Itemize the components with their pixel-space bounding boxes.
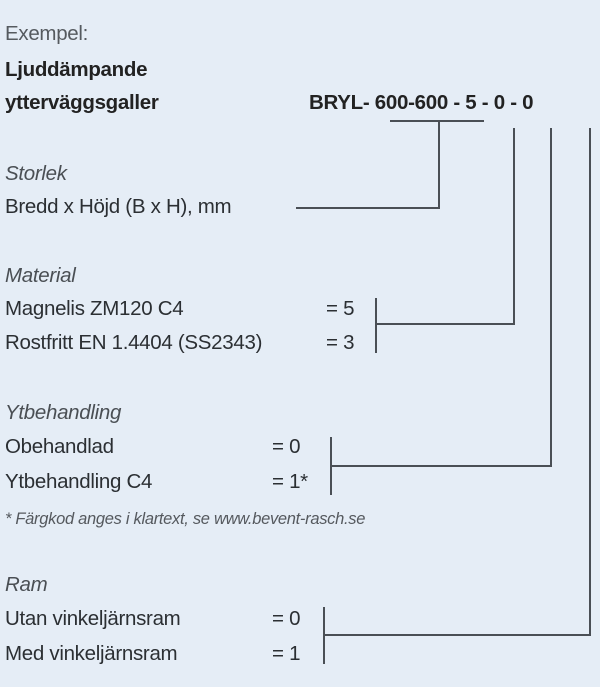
code-sep: -	[453, 91, 460, 114]
material-option-value: = 3	[326, 331, 355, 354]
frame-option-label: Utan vinkeljärnsram	[5, 607, 181, 630]
product-code: BRYL- 600-600 - 5 - 0 - 0	[309, 91, 534, 115]
surface-heading: Ytbehandling	[5, 401, 122, 424]
size-heading: Storlek	[5, 162, 67, 185]
frame-connector-vertical	[589, 128, 591, 636]
code-sep: -	[481, 91, 489, 114]
frame-option-value: = 1	[272, 642, 301, 665]
code-frame: 0	[522, 91, 534, 114]
code-surface: 0	[493, 91, 505, 114]
frame-heading: Ram	[5, 573, 48, 596]
surface-option-label: Obehandlad	[5, 435, 114, 458]
size-underline	[390, 120, 484, 122]
surface-option-value: = 1*	[272, 470, 308, 493]
surface-connector-vertical	[550, 128, 552, 467]
size-connector-horizontal	[296, 207, 440, 209]
surface-option-value: = 0	[272, 435, 301, 458]
product-name-line2: ytterväggsgaller	[5, 91, 159, 114]
surface-footnote: * Färgkod anges i klartext, se www.beven…	[5, 510, 366, 528]
surface-option-label: Ytbehandling C4	[5, 470, 153, 493]
material-bracket	[375, 298, 377, 353]
code-sep: -	[510, 91, 517, 114]
material-option-label: Magnelis ZM120 C4	[5, 297, 184, 320]
material-connector-horizontal	[376, 323, 515, 325]
material-option-value: = 5	[326, 297, 355, 320]
code-material: 5	[465, 91, 477, 114]
material-option-label: Rostfritt EN 1.4404 (SS2343)	[5, 331, 263, 354]
product-name-line1: Ljuddämpande	[5, 58, 148, 81]
frame-option-value: = 0	[272, 607, 301, 630]
size-connector-vertical	[438, 120, 440, 209]
code-prefix: BRYL-	[309, 91, 370, 114]
size-label: Bredd x Höjd (B x H), mm	[5, 195, 232, 218]
surface-connector-horizontal	[331, 465, 552, 467]
frame-option-label: Med vinkeljärnsram	[5, 642, 178, 665]
material-connector-vertical	[513, 128, 515, 325]
code-size: 600-600	[374, 91, 448, 114]
frame-bracket	[323, 607, 325, 664]
example-intro: Exempel:	[5, 22, 89, 45]
material-heading: Material	[5, 264, 76, 287]
frame-connector-horizontal	[324, 634, 591, 636]
surface-bracket	[330, 437, 332, 495]
